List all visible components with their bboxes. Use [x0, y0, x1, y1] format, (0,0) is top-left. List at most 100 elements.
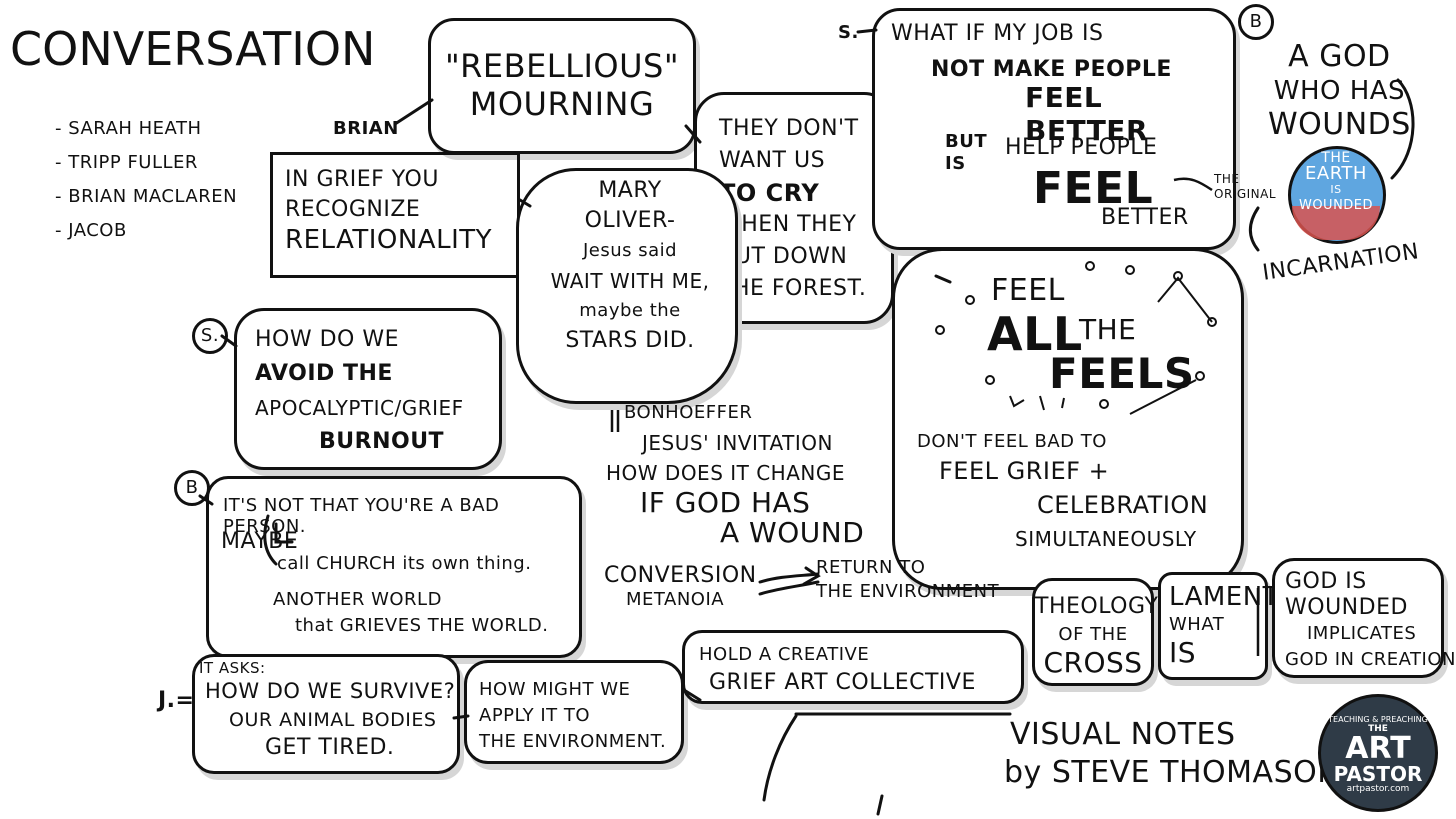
cry-line: WANT US — [719, 148, 826, 173]
god-wounds-text: A GOD WHO HAS WOUNDS — [1268, 40, 1411, 142]
wounds-arrow — [1390, 78, 1415, 180]
survive-line: HOW DO WE SURVIVE? — [205, 679, 456, 703]
logo-pastor: PASTOR — [1333, 762, 1423, 786]
participant: - BRIAN MACLAREN — [55, 186, 238, 207]
participants-list: - SARAH HEATH - TRIPP FULLER - BRIAN MAC… — [55, 112, 237, 248]
mary-line: maybe the — [579, 300, 681, 321]
feels-dot — [1207, 317, 1217, 327]
feels-line-deco — [1157, 276, 1213, 323]
bonhoeffer-text: BONHOEFFER JESUS' INVITATION HOW DOES IT… — [606, 398, 864, 548]
god-line: A GOD — [1288, 39, 1391, 74]
art-pastor-logo: TEACHING & PREACHING THE ART PASTOR artp… — [1318, 694, 1438, 812]
job-line: HELP PEOPLE — [1005, 135, 1158, 160]
connector — [220, 334, 238, 348]
bad-line: IT'S NOT THAT YOU'RE A BAD PERSON. — [223, 495, 500, 537]
feels-all: ALL — [987, 307, 1083, 361]
cry-line: THEY DON'T — [719, 116, 859, 141]
feels-line: FEEL GRIEF + — [939, 457, 1110, 485]
bonhoeffer-line: IF GOD HAS — [640, 486, 811, 519]
feels-line: SIMULTANEOUSLY — [1015, 527, 1197, 551]
feels-dot — [965, 295, 975, 305]
survive-line: IT ASKS: — [199, 659, 266, 677]
apply-line: APPLY IT TO — [479, 705, 591, 726]
feels-dot — [935, 325, 945, 335]
collective-bubble: HOLD A CREATIVE GRIEF ART COLLECTIVE — [682, 630, 1024, 704]
participant: - SARAH HEATH — [55, 118, 202, 139]
grief-line: RECOGNIZE — [285, 197, 421, 222]
laments-line: IS — [1169, 636, 1197, 669]
grief-box: IN GRIEF YOU RECOGNIZE RELATIONALITY — [270, 152, 520, 278]
earth-line: EARTH — [1305, 163, 1367, 184]
collective-line: HOLD A CREATIVE — [699, 644, 870, 665]
speaker-tag-s: S. — [838, 22, 859, 43]
feels-big: FEELS — [1049, 349, 1195, 398]
mary-oliver-text: MARY OLIVER- Jesus said WAIT WITH ME, ma… — [540, 176, 720, 356]
bonhoeffer-equals — [610, 410, 620, 432]
feels-line: FEEL — [991, 273, 1065, 308]
grief-line: IN GRIEF YOU — [285, 167, 439, 192]
job-line: NOT MAKE PEOPLE — [931, 57, 1172, 82]
maybe-arrow — [274, 522, 294, 544]
page-edge-stroke — [876, 794, 884, 816]
mary-line: MARY — [598, 178, 662, 203]
theology-bubble: THEOLOGY OF THE CROSS — [1032, 578, 1159, 686]
laments-line: WHAT — [1169, 614, 1225, 635]
feels-dot — [985, 375, 995, 385]
theology-line: OF THE — [1058, 624, 1128, 645]
job-line: WHAT IF MY JOB IS — [891, 21, 1104, 46]
bad-line: that GRIEVES THE WORLD. — [295, 615, 549, 636]
avoid-line: BURNOUT — [319, 429, 445, 454]
connector — [682, 688, 702, 702]
logo-top: TEACHING & PREACHING — [1328, 715, 1428, 724]
feels-dot — [1195, 371, 1205, 381]
logo-art: ART — [1345, 731, 1411, 766]
original-text: THE ORIGINAL — [1214, 172, 1276, 202]
incarnation-arc — [1249, 206, 1260, 252]
survive-line: GET TIRED. — [265, 735, 395, 760]
bad-line: call CHURCH its own thing. — [277, 553, 532, 574]
earth-label: THE EARTH IS WOUNDED — [1290, 150, 1382, 214]
cry-line: THE FOREST. — [719, 276, 867, 301]
bonhoeffer-line: BONHOEFFER — [624, 402, 753, 423]
god-wounded-line: IMPLICATES — [1307, 623, 1417, 644]
mary-line: OLIVER- — [584, 208, 676, 233]
arrow — [758, 580, 820, 596]
maybe-arrow — [263, 514, 278, 566]
participant: - TRIPP FULLER — [55, 152, 198, 173]
speaker-tag-brian: BRIAN — [333, 118, 399, 139]
bonhoeffer-line: JESUS' INVITATION — [642, 431, 833, 455]
feels-line: THE — [1079, 313, 1137, 346]
god-line: WOUNDS — [1268, 107, 1411, 142]
job-line: FEEL BETTER — [1025, 81, 1148, 147]
apply-bubble: HOW MIGHT WE APPLY IT TO THE ENVIRONMENT… — [464, 660, 684, 764]
mourning-text: MOURNING — [469, 85, 655, 123]
feels-line: DON'T FEEL BAD TO — [917, 431, 1107, 452]
earth-line: THE — [1321, 150, 1351, 166]
feels-dot — [1125, 265, 1135, 275]
speaker-tag-b: B — [1238, 4, 1274, 40]
theology-line: THEOLOGY — [1035, 594, 1159, 619]
mary-line: Jesus said — [582, 240, 678, 261]
connector — [684, 124, 702, 144]
feels-bubble: FEEL ALL THE FEELS DON'T FEEL BAD TO FEE… — [892, 248, 1244, 590]
return-text: RETURN TO THE ENVIRONMENT — [816, 556, 999, 604]
god-wounded-line: WOUNDED — [1285, 595, 1408, 620]
feels-line-deco — [1061, 397, 1065, 409]
original-line: THE — [1214, 172, 1240, 186]
mary-oliver-cloud — [516, 168, 738, 404]
apply-line: THE ENVIRONMENT. — [479, 731, 667, 752]
survive-line: OUR ANIMAL BODIES — [229, 709, 437, 731]
conversion-line: METANOIA — [626, 589, 725, 610]
feels-line-deco — [1039, 395, 1045, 411]
page-title: CONVERSATION — [10, 22, 376, 76]
bonhoeffer-line: HOW DOES IT CHANGE — [606, 461, 845, 485]
god-wounded-line: GOD IS — [1285, 569, 1367, 594]
cry-line: CUT DOWN — [719, 244, 848, 269]
apply-line: HOW MIGHT WE — [479, 679, 631, 700]
feels-dot — [1085, 261, 1095, 271]
page-edge-stroke — [762, 714, 798, 802]
avoid-line: HOW DO WE — [255, 327, 400, 352]
avoid-line: APOCALYPTIC/GRIEF — [255, 396, 464, 420]
original-line: ORIGINAL — [1214, 187, 1277, 201]
